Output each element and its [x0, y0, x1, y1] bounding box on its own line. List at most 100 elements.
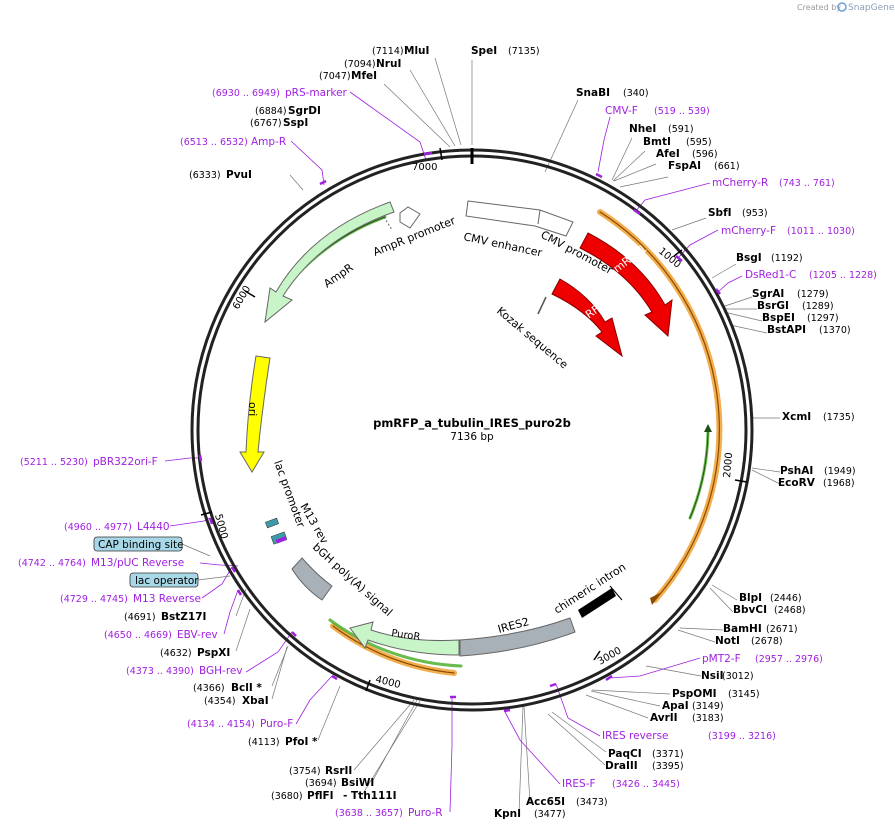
site-acc65i-pos: (3473) [576, 797, 608, 808]
primer-pbr322-range: (5211 .. 5230) [20, 457, 88, 468]
tick-7000: 7000 [412, 162, 437, 173]
primer-iresf[interactable]: IRES-F [562, 778, 596, 790]
site-sbfi[interactable]: SbfI [708, 207, 732, 219]
primer-puror-range: (3638 .. 3657) [335, 808, 403, 819]
snapgene-logo-text: SnapGene [848, 3, 895, 13]
site-pspxi[interactable]: PspXI [197, 647, 230, 659]
site-sspi-pos: (6767) [250, 118, 282, 129]
site-pvui[interactable]: PvuI [226, 169, 252, 181]
primer-ebvrev[interactable]: EBV-rev [177, 629, 218, 641]
site-snabi[interactable]: SnaBI [576, 87, 610, 99]
site-xbai[interactable]: XbaI [242, 695, 269, 707]
ires2-feature[interactable] [459, 617, 576, 657]
chimeric-end [609, 585, 623, 601]
primer-pmt2f[interactable]: pMT2-F [702, 653, 741, 665]
site-bbvci-pos: (2468) [774, 605, 806, 616]
plasmid-name: pmRFP_a_tubulin_IRES_puro2b [373, 416, 571, 431]
orf-arrow-head [650, 592, 662, 605]
primer-bghrev[interactable]: BGH-rev [199, 665, 243, 677]
site-bsiwi-pos: (3694) [305, 778, 337, 789]
primer-m13puc-range: (4742 .. 4764) [18, 558, 86, 569]
site-bamhi[interactable]: BamHI [723, 623, 762, 635]
bgh-feature[interactable] [291, 557, 333, 601]
site-rsrii-pos: (3754) [289, 766, 321, 777]
site-acc65i[interactable]: Acc65I [526, 796, 565, 808]
site-bsiwi[interactable]: BsiWI [341, 777, 374, 789]
lac-operator-label: lac operator [135, 575, 199, 587]
site-fspai[interactable]: FspAI [668, 160, 701, 172]
cmv-feature[interactable] [465, 200, 574, 237]
site-pfoi-pos: (4113) [248, 737, 280, 748]
primer-pbr322[interactable]: pBR322ori-F [93, 456, 158, 468]
site-nrui[interactable]: NruI [376, 58, 401, 70]
site-nsii-pos: (3012) [722, 671, 754, 682]
primer-puror[interactable]: Puro-R [408, 807, 443, 819]
site-tth111i[interactable]: - Tth111I [343, 790, 397, 802]
site-pspomi[interactable]: PspOMI [672, 688, 717, 700]
primer-mcherryf[interactable]: mCherry-F [721, 225, 776, 237]
primer-cmvf[interactable]: CMV-F [605, 105, 638, 117]
mrfp1-arrow-a[interactable] [579, 232, 673, 338]
site-nhei[interactable]: NheI [629, 123, 656, 135]
site-bcli[interactable]: BclI * [231, 682, 262, 694]
primer-iresrev[interactable]: IRES reverse [602, 730, 669, 742]
primer-m13rev-range: (4729 .. 4745) [60, 594, 128, 605]
green-arrow-head [704, 424, 712, 432]
primer-dsred[interactable]: DsRed1-C [745, 269, 796, 281]
primer-ampr[interactable]: Amp-R [251, 136, 286, 148]
site-sgrai[interactable]: SgrAI [752, 288, 784, 300]
chimeric-intron-feature[interactable] [578, 588, 616, 618]
primer-l4440[interactable]: L4440 [137, 521, 170, 533]
site-bsrgi[interactable]: BsrGI [757, 300, 789, 312]
tick-marks [200, 147, 748, 692]
site-sgrdi[interactable]: SgrDI [288, 105, 321, 117]
site-rsrii[interactable]: RsrII [325, 765, 352, 777]
site-paqci[interactable]: PaqCI [608, 748, 642, 760]
site-bstapi[interactable]: BstAPI [767, 324, 806, 336]
site-spei[interactable]: SpeI [471, 45, 497, 57]
site-kpni-pos: (3477) [534, 809, 566, 820]
label-cmv-enhancer: CMV enhancer [462, 230, 543, 259]
site-bmti[interactable]: BmtI [643, 136, 671, 148]
site-bcli-pos: (4366) [193, 683, 225, 694]
site-bsgi[interactable]: BsgI [736, 252, 762, 264]
primer-m13rev[interactable]: M13 Reverse [133, 593, 201, 605]
primer-m13puc[interactable]: M13/pUC Reverse [91, 557, 184, 569]
site-avrii[interactable]: AvrII [650, 712, 678, 724]
site-noti-pos: (2678) [751, 636, 783, 647]
site-apai[interactable]: ApaI [662, 700, 689, 712]
site-mlui[interactable]: MluI [404, 45, 429, 57]
site-nsii[interactable]: NsiI [701, 670, 724, 682]
site-noti[interactable]: NotI [715, 635, 740, 647]
ori-feature[interactable] [239, 355, 271, 473]
site-sspi[interactable]: SspI [283, 117, 308, 129]
site-sbfi-pos: (953) [742, 208, 768, 219]
primer-mcherryr[interactable]: mCherry-R [712, 177, 768, 189]
site-bbvci[interactable]: BbvCI [733, 604, 767, 616]
site-draiii[interactable]: DraIII [605, 760, 638, 772]
site-pshai[interactable]: PshAI [780, 465, 813, 477]
mrfp1-arrow-b[interactable] [551, 278, 623, 358]
cap-leader [181, 543, 211, 557]
site-kpni[interactable]: KpnI [494, 808, 521, 820]
primer-purof-range: (4134 .. 4154) [187, 719, 255, 730]
site-mfei[interactable]: MfeI [351, 70, 377, 82]
primer-prs[interactable]: pRS-marker [285, 87, 348, 99]
site-pfoi[interactable]: PfoI * [285, 736, 318, 748]
site-bstz17i[interactable]: BstZ17I [161, 611, 206, 623]
site-blpi[interactable]: BlpI [739, 592, 762, 604]
site-bspei[interactable]: BspEI [762, 312, 795, 324]
site-ecorv[interactable]: EcoRV [778, 477, 816, 489]
ampr-feature[interactable] [264, 201, 395, 324]
label-ori: ori [246, 402, 259, 416]
puror-feature[interactable] [349, 621, 460, 656]
ampr-promoter-feature[interactable] [399, 206, 421, 229]
site-avrii-pos: (3183) [692, 713, 724, 724]
tick-6000: 6000 [231, 284, 253, 312]
site-pspomi-pos: (3145) [728, 689, 760, 700]
primer-purof[interactable]: Puro-F [260, 718, 293, 730]
site-xcmi[interactable]: XcmI [782, 411, 811, 423]
site-afei[interactable]: AfeI [656, 148, 680, 160]
site-pflfi[interactable]: PflFI [307, 790, 334, 802]
site-paqci-pos: (3371) [652, 749, 684, 760]
